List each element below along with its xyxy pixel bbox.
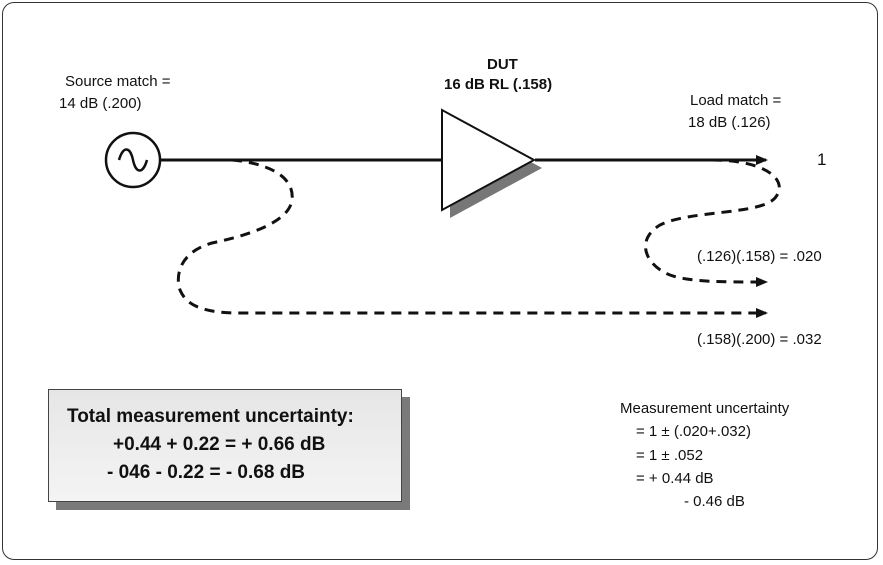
- uncertainty-line-2: = 1 ± .052: [636, 447, 704, 464]
- amplifier-triangle-icon: [441, 108, 542, 218]
- source-reflection-label: (.158)(.200) = .032: [697, 331, 822, 348]
- dut-title: DUT: [487, 56, 518, 73]
- uncertainty-line-3: = + 0.44 dB: [636, 470, 714, 487]
- source-match-label: Source match =: [65, 73, 171, 90]
- load-match-value: 18 dB (.126): [688, 114, 771, 131]
- load-reflection-path: [644, 158, 781, 287]
- dut-return-loss: 16 dB RL (.158): [444, 76, 553, 93]
- total-box-title: Total measurement uncertainty:: [67, 406, 354, 427]
- uncertainty-heading: Measurement uncertainty: [620, 400, 790, 417]
- total-uncertainty-box: Total measurement uncertainty: +0.44 + 0…: [48, 389, 402, 502]
- uncertainty-line-1: = 1 ± (.020+.032): [636, 423, 751, 440]
- direct-path-value: 1: [817, 150, 827, 169]
- load-reflection-label: (.126)(.158) = .020: [697, 248, 822, 265]
- diagram-frame: [2, 2, 878, 560]
- source-match-value: 14 dB (.200): [59, 95, 142, 112]
- source-reflection-path: [176, 158, 768, 318]
- ac-source-icon: [104, 131, 162, 189]
- total-box-line-1: +0.44 + 0.22 = + 0.66 dB: [113, 434, 326, 455]
- uncertainty-line-4: - 0.46 dB: [684, 493, 745, 510]
- total-box-line-2: - 046 - 0.22 = - 0.68 dB: [107, 462, 306, 483]
- load-match-label: Load match =: [690, 92, 782, 109]
